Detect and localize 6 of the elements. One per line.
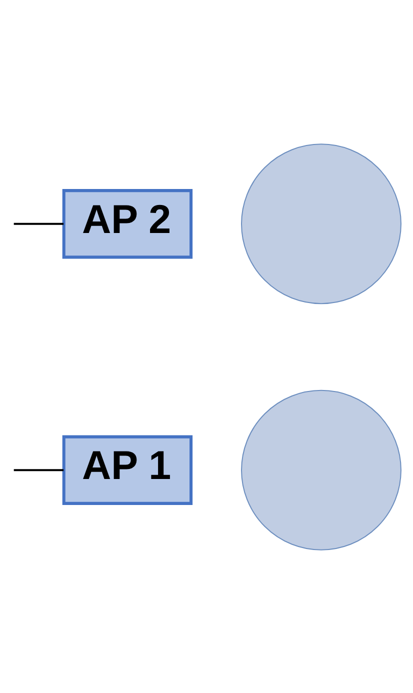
connector [13, 222, 64, 224]
node-box: AP 1 [62, 434, 192, 504]
connector [13, 468, 64, 471]
node-circle [240, 143, 401, 304]
node-box: AP 2 [62, 188, 192, 258]
node-circle [240, 389, 401, 550]
